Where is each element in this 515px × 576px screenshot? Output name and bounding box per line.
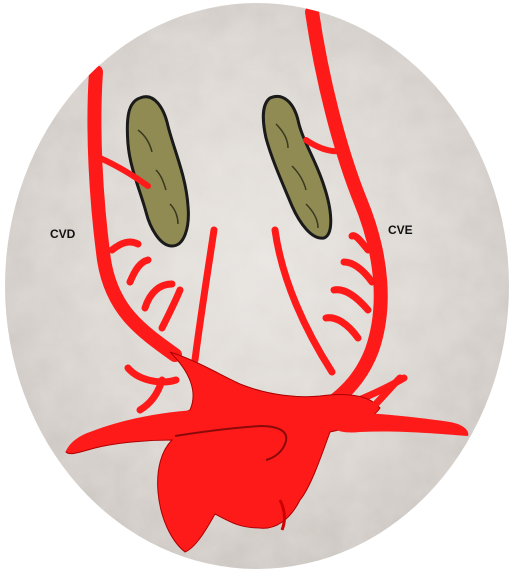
label-cvd: CVD bbox=[50, 227, 76, 241]
label-cve: CVE bbox=[388, 223, 413, 237]
